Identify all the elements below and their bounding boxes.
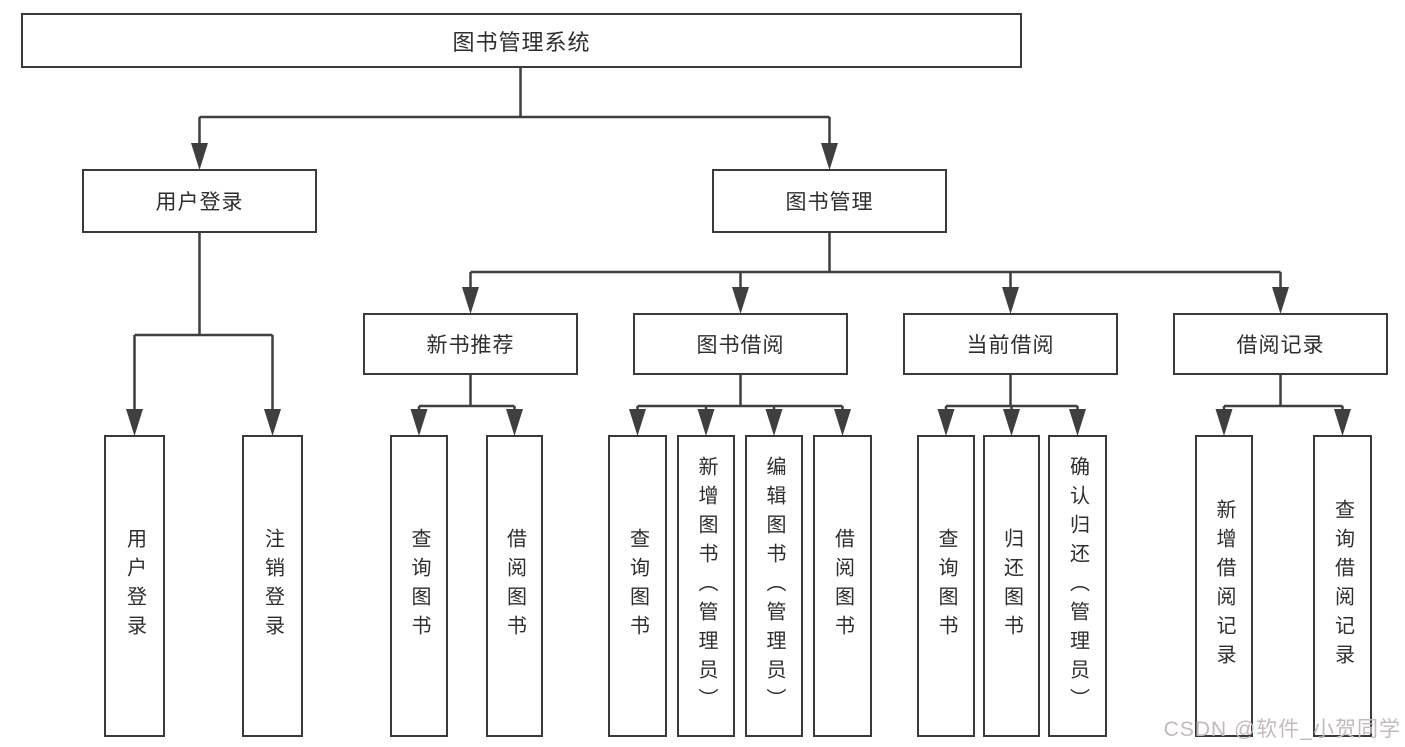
csdn-watermark: CSDN @软件_小贺同学 <box>1163 718 1401 741</box>
node-root-system: 图书管理系统 <box>21 13 1022 68</box>
leaf-query-borrow-record: 查询借阅记录 <box>1313 435 1372 737</box>
arrowheads <box>126 143 1351 436</box>
leaf-label: 归还图书 <box>1000 528 1023 644</box>
node-label: 借阅记录 <box>1236 334 1325 357</box>
leaf-borrow-books-recommend: 借阅图书 <box>486 435 543 737</box>
leaf-return-book: 归还图书 <box>983 435 1040 737</box>
node-current-borrow: 当前借阅 <box>903 313 1118 375</box>
node-label: 图书管理 <box>785 191 874 214</box>
node-label: 图书借阅 <box>696 334 785 357</box>
leaf-borrow-book: 借阅图书 <box>813 435 872 737</box>
node-user-login-branch: 用户登录 <box>82 169 317 233</box>
leaf-edit-book-admin: 编辑图书（管理员） <box>745 435 803 737</box>
leaf-logout: 注销登录 <box>242 435 303 737</box>
connector-paths <box>133 67 1344 432</box>
node-book-management-branch: 图书管理 <box>712 169 947 233</box>
leaf-label: 用户登录 <box>123 528 146 644</box>
leaf-label: 查询图书 <box>626 528 649 644</box>
leaf-add-borrow-record: 新增借阅记录 <box>1195 435 1253 737</box>
leaf-label: 注销登录 <box>261 528 284 644</box>
leaf-confirm-return-admin: 确认归还（管理员） <box>1048 435 1107 737</box>
leaf-label: 查询借阅记录 <box>1331 499 1354 673</box>
leaf-query-books-recommend: 查询图书 <box>390 435 448 737</box>
node-label: 当前借阅 <box>966 334 1055 357</box>
leaf-label: 借阅图书 <box>831 528 854 644</box>
node-label: 新书推荐 <box>426 334 515 357</box>
leaf-label: 查询图书 <box>935 528 957 644</box>
leaf-label: 查询图书 <box>408 528 430 644</box>
node-book-borrow: 图书借阅 <box>633 313 848 375</box>
leaf-user-login: 用户登录 <box>104 435 165 737</box>
leaf-label: 借阅图书 <box>503 528 526 644</box>
leaf-label: 新增图书（管理员） <box>695 455 717 717</box>
leaf-label: 编辑图书（管理员） <box>763 455 785 717</box>
node-new-book-recommend: 新书推荐 <box>363 313 578 375</box>
node-root-label: 图书管理系统 <box>452 29 591 55</box>
leaf-label: 确认归还（管理员） <box>1066 455 1089 717</box>
node-borrow-record: 借阅记录 <box>1173 313 1388 375</box>
leaf-query-books-current: 查询图书 <box>917 435 975 737</box>
node-label: 用户登录 <box>155 191 244 214</box>
leaf-label: 新增借阅记录 <box>1213 499 1235 673</box>
leaf-query-books-borrow: 查询图书 <box>608 435 667 737</box>
leaf-add-book-admin: 新增图书（管理员） <box>677 435 735 737</box>
